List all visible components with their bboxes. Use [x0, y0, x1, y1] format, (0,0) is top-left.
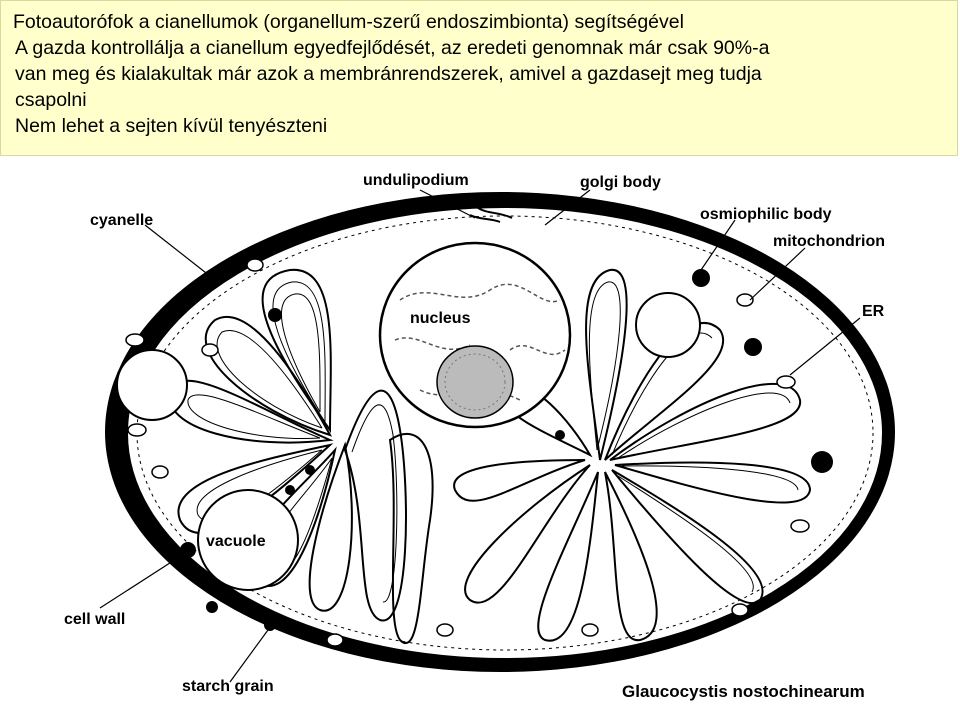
bullet-line-2: van meg és kialakultak már azok a membrá… — [13, 61, 945, 87]
label-nucleus: nucleus — [410, 310, 470, 328]
label-osmiophilic-body: osmiophilic body — [700, 206, 832, 224]
label-golgi-body: golgi body — [580, 174, 661, 192]
label-cyanelle: cyanelle — [90, 212, 153, 230]
slide-title: Fotoautorófok a cianellumok (organellum-… — [13, 9, 945, 35]
nucleus — [380, 243, 570, 427]
bullet-line-1: A gazda kontrollálja a cianellum egyedfe… — [13, 35, 945, 61]
label-species: Glaucocystis nostochinearum — [622, 682, 865, 702]
bullet-line-4: Nem lehet a sejten kívül tenyészteni — [13, 113, 945, 139]
label-starch-grain: starch grain — [182, 678, 274, 696]
label-cell-wall: cell wall — [64, 611, 125, 629]
label-vacuole: vacuole — [206, 533, 266, 551]
label-undulipodium: undulipodium — [363, 172, 469, 190]
label-mitochondrion: mitochondrion — [773, 233, 885, 251]
nucleolus — [437, 346, 513, 418]
label-er: ER — [862, 303, 884, 321]
text-panel: Fotoautorófok a cianellumok (organellum-… — [0, 0, 958, 156]
bullet-line-3: csapolni — [13, 87, 945, 113]
